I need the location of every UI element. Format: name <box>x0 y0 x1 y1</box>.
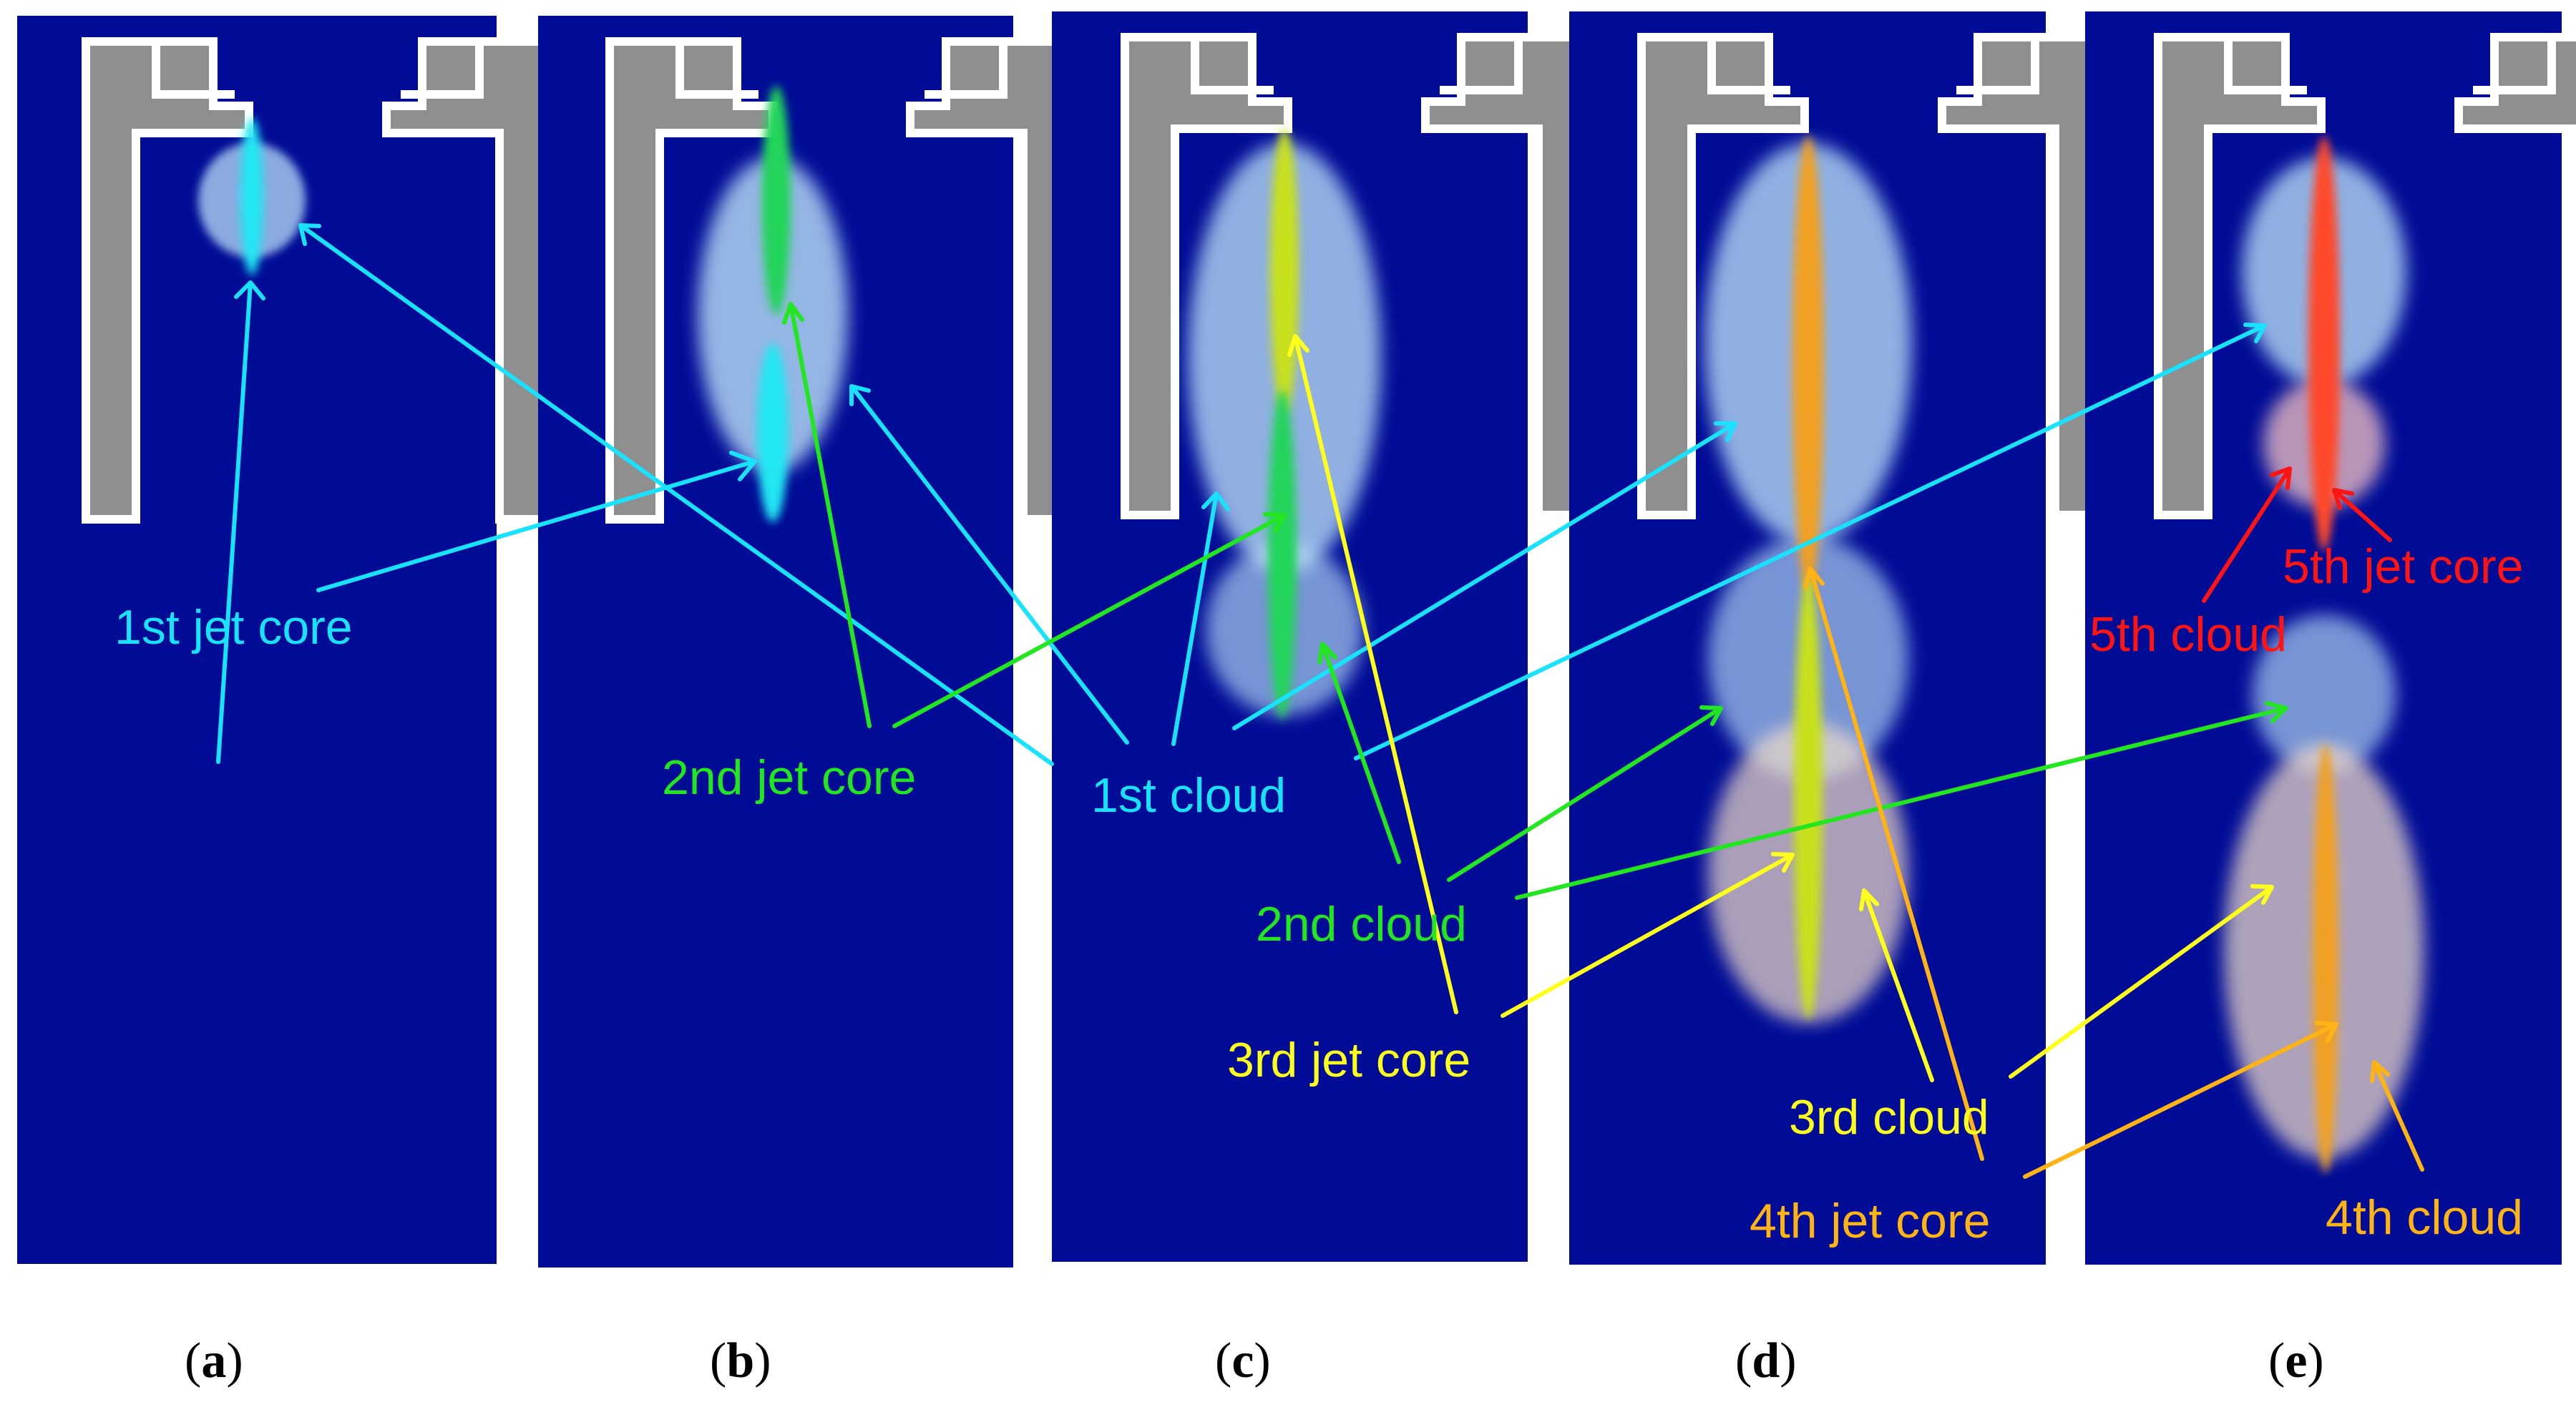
label-cloud-3: 3rd cloud <box>1789 1090 1989 1144</box>
label-jet-core-5: 5th jet core <box>2283 539 2523 594</box>
label-cloud-2: 2nd cloud <box>1256 897 1467 951</box>
arrows-cloud-1 <box>298 223 2267 766</box>
arrows-jet-core-5-cloud-5 <box>2202 466 2392 603</box>
panel-b-jet-core-2 <box>762 86 791 315</box>
label-cloud-5: 5th cloud <box>2089 607 2287 662</box>
panel-a-jet-core-1 <box>240 118 263 275</box>
panel-captions: (a) (b) (c) (d) (e) <box>185 1333 2324 1388</box>
panel-d <box>1569 11 2109 1265</box>
panel-c-jet-core-3 <box>1270 129 1299 415</box>
caption-c: (c) <box>1215 1333 1271 1388</box>
panel-e-jet-core-4 <box>2313 744 2338 1173</box>
caption-a: (a) <box>185 1333 243 1388</box>
arrows-jet-core-2-cloud-2 <box>782 302 2288 900</box>
label-jet-core-2: 2nd jet core <box>662 750 916 805</box>
label-cloud-1: 1st cloud <box>1091 768 1286 823</box>
label-jet-core-4: 4th jet core <box>1750 1194 1990 1248</box>
panel-b <box>538 16 1078 1268</box>
panel-b-cloud-1 <box>698 157 848 472</box>
caption-e: (e) <box>2268 1333 2324 1388</box>
panel-c <box>1052 11 1593 1262</box>
panel-a <box>17 16 554 1264</box>
panel-e-cloud-2 <box>2253 615 2396 773</box>
annotation-labels: 1st jet core 2nd jet core 1st cloud 2nd … <box>114 539 2523 1248</box>
arrows-jet-core-3-cloud-3 <box>1287 334 2274 1082</box>
panel-d-jet-core-3 <box>1794 576 1823 1019</box>
caption-d: (d) <box>1735 1333 1797 1388</box>
caption-b: (b) <box>710 1333 771 1388</box>
panel-c-jet-core-2 <box>1268 390 1297 719</box>
panel-e-jet-core-5 <box>2308 136 2340 551</box>
arrows-jet-core-4-cloud-4 <box>1803 567 2424 1179</box>
annotation-arrows <box>216 223 2424 1179</box>
arrows-jet-core-1 <box>216 280 757 764</box>
label-cloud-4: 4th cloud <box>2326 1190 2523 1245</box>
panel-d-jet-core-4 <box>1792 136 1824 594</box>
label-jet-core-1: 1st jet core <box>114 600 353 655</box>
panel-b-jet-core-1 <box>757 343 789 522</box>
label-jet-core-3: 3rd jet core <box>1227 1033 1470 1087</box>
